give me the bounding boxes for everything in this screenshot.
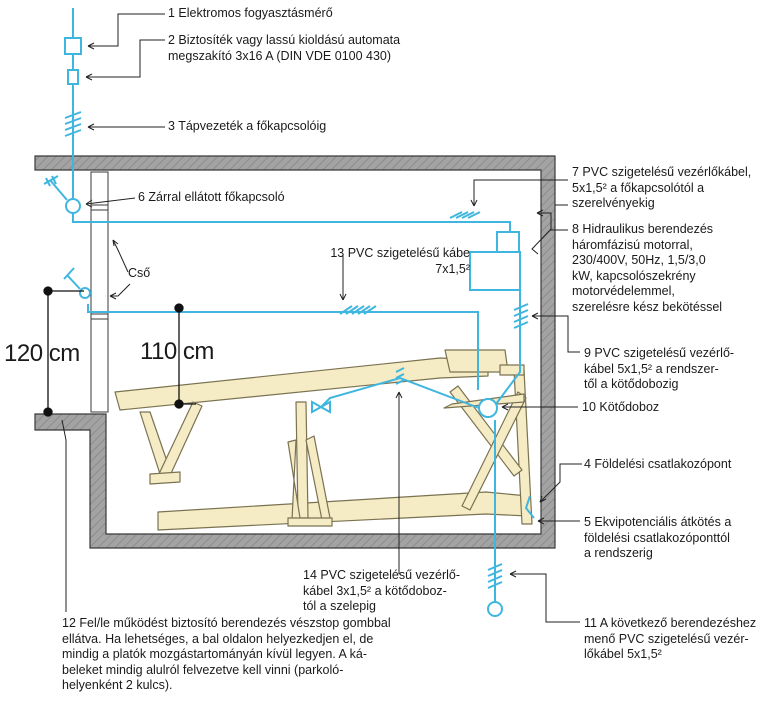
label-supply-cable: 3 Tápvezeték a főkapcsolóig — [168, 119, 327, 133]
hydraulic-unit — [469, 251, 521, 291]
cable-hatch-7 — [449, 211, 481, 219]
label-meter: 1 Elektromos fogyasztásmérő — [168, 6, 333, 20]
cable-13 — [87, 304, 479, 390]
hydraulic-unit-top — [496, 231, 520, 253]
cable-hatch-3 — [64, 111, 82, 137]
left-lift-arm-2 — [157, 401, 203, 481]
label-emergency-stop: 12 Fel/le működést biztosító berendezés … — [62, 616, 391, 692]
cable-hatch-13 — [339, 305, 377, 315]
label-earth-point: 4 Földelési csatlakozópont — [584, 457, 732, 471]
cable-hatch-11 — [487, 563, 503, 589]
equipotential-bond — [524, 495, 535, 519]
dimension-110: 110 cm — [140, 338, 214, 365]
leader-lines — [61, 13, 582, 623]
wall-outline — [34, 155, 556, 549]
label-cable-13: 13 PVC szigetelésű kábe 7x1,5² — [330, 246, 470, 276]
building-walls — [34, 155, 556, 549]
cable-hatch-14 — [395, 367, 405, 385]
dimension-120: 120 cm — [4, 340, 80, 367]
upper-platform-tip — [444, 349, 509, 373]
label-fuse: 2 Biztosíték vagy lassú kioldású automat… — [168, 33, 401, 63]
parking-lift — [114, 349, 533, 531]
pipe-shaft — [90, 171, 109, 413]
label-equipotential: 5 Ekvipotenciális átkötés a földelési cs… — [584, 515, 732, 560]
control-cable-7 — [72, 213, 511, 232]
main-switch-symbol — [65, 198, 81, 214]
upper-platform — [114, 357, 489, 411]
label-hydraulic-unit: 8 Hidraulikus berendezés háromfázisú mot… — [572, 222, 723, 314]
label-cable-11: 11 A következő berendezéshez menő PVC sz… — [584, 616, 757, 661]
emergency-switch-lever — [63, 267, 81, 290]
main-switch-handle — [43, 175, 68, 201]
label-cable-9: 9 PVC szigetelésű vezérlő- kábel 5x1,5² … — [584, 346, 735, 391]
left-foot — [149, 471, 181, 485]
cable-hatch-9 — [513, 303, 529, 329]
label-pipe: Cső — [128, 266, 151, 280]
junction-box — [478, 398, 498, 418]
center-foot — [287, 517, 333, 527]
right-post-top — [499, 364, 525, 376]
dimension-lines — [43, 286, 196, 417]
emergency-switch — [79, 287, 91, 299]
fuse-box — [64, 37, 82, 55]
label-main-switch: 6 Zárral ellátott főkapcsoló — [138, 190, 285, 204]
next-device-terminal — [487, 601, 503, 617]
label-cable-14: 14 PVC szigetelésű vezérlő- kábel 3x1,5²… — [303, 568, 461, 613]
label-control-cable-7: 7 PVC szigetelésű vezérlőkábel, 5x1,5² a… — [572, 165, 752, 210]
label-junction-box: 10 Kötődoboz — [582, 400, 660, 414]
cable-14 — [321, 376, 480, 409]
fuse — [67, 69, 79, 85]
valve — [311, 400, 331, 414]
